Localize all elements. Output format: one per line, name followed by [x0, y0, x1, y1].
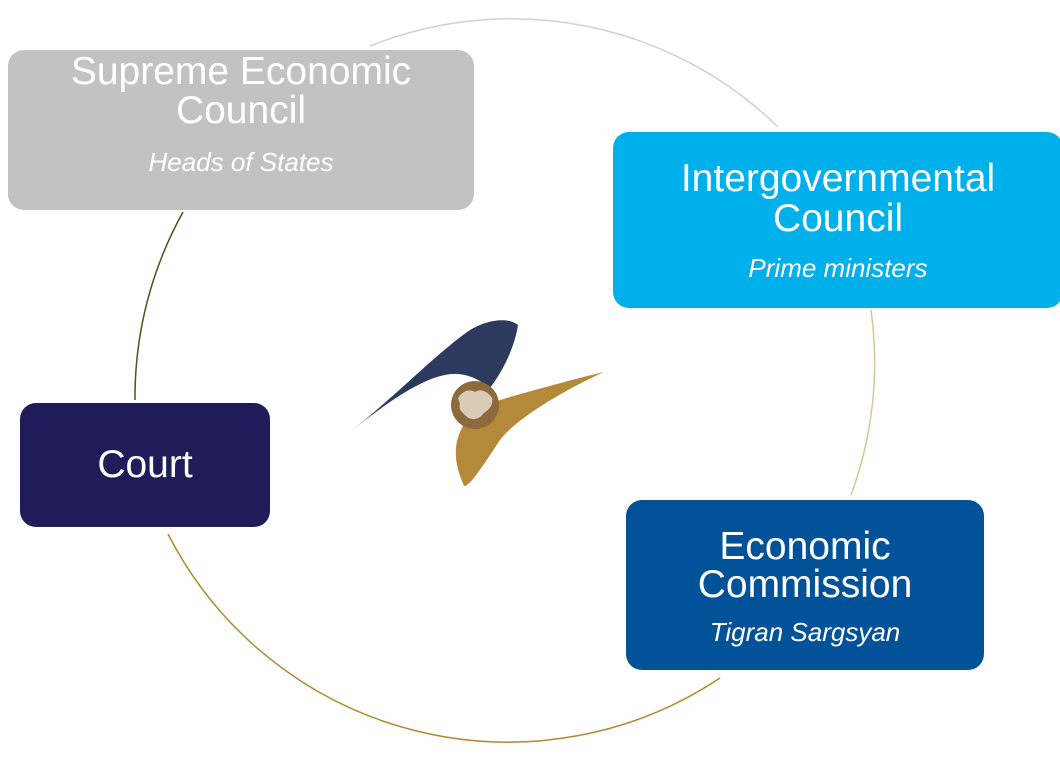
connector-supreme-to-intergovernmental [369, 18, 779, 128]
economic-commission-title: Economic Commission [697, 524, 913, 606]
emblem-continent [458, 390, 493, 420]
court-title: Court [97, 443, 193, 486]
intergovernmental-council-box: Intergovernmental Council Prime minister… [613, 132, 1060, 308]
supreme-economic-council-title: Supreme Economic Council [70, 50, 412, 132]
economic-commission-box: Economic Commission Tigran Sargsyan [626, 500, 984, 670]
connector-commission-to-court [167, 533, 721, 743]
connector-court-to-supreme [134, 211, 184, 401]
supreme-economic-council-subtitle: Heads of States [148, 147, 334, 177]
intergovernmental-council-title: Intergovernmental Council [680, 157, 996, 240]
intergovernmental-council-subtitle: Prime ministers [748, 253, 928, 283]
court-box: Court [20, 403, 270, 527]
emblem-upper-wing [350, 320, 518, 432]
emblem-lower-wing [455, 372, 604, 486]
economic-commission-subtitle: Tigran Sargsyan [709, 616, 901, 647]
supreme-economic-council-box: Supreme Economic Council Heads of States [8, 50, 474, 210]
connector-intergovernmental-to-commission [850, 309, 876, 496]
eaeu-emblem-icon [350, 320, 604, 486]
